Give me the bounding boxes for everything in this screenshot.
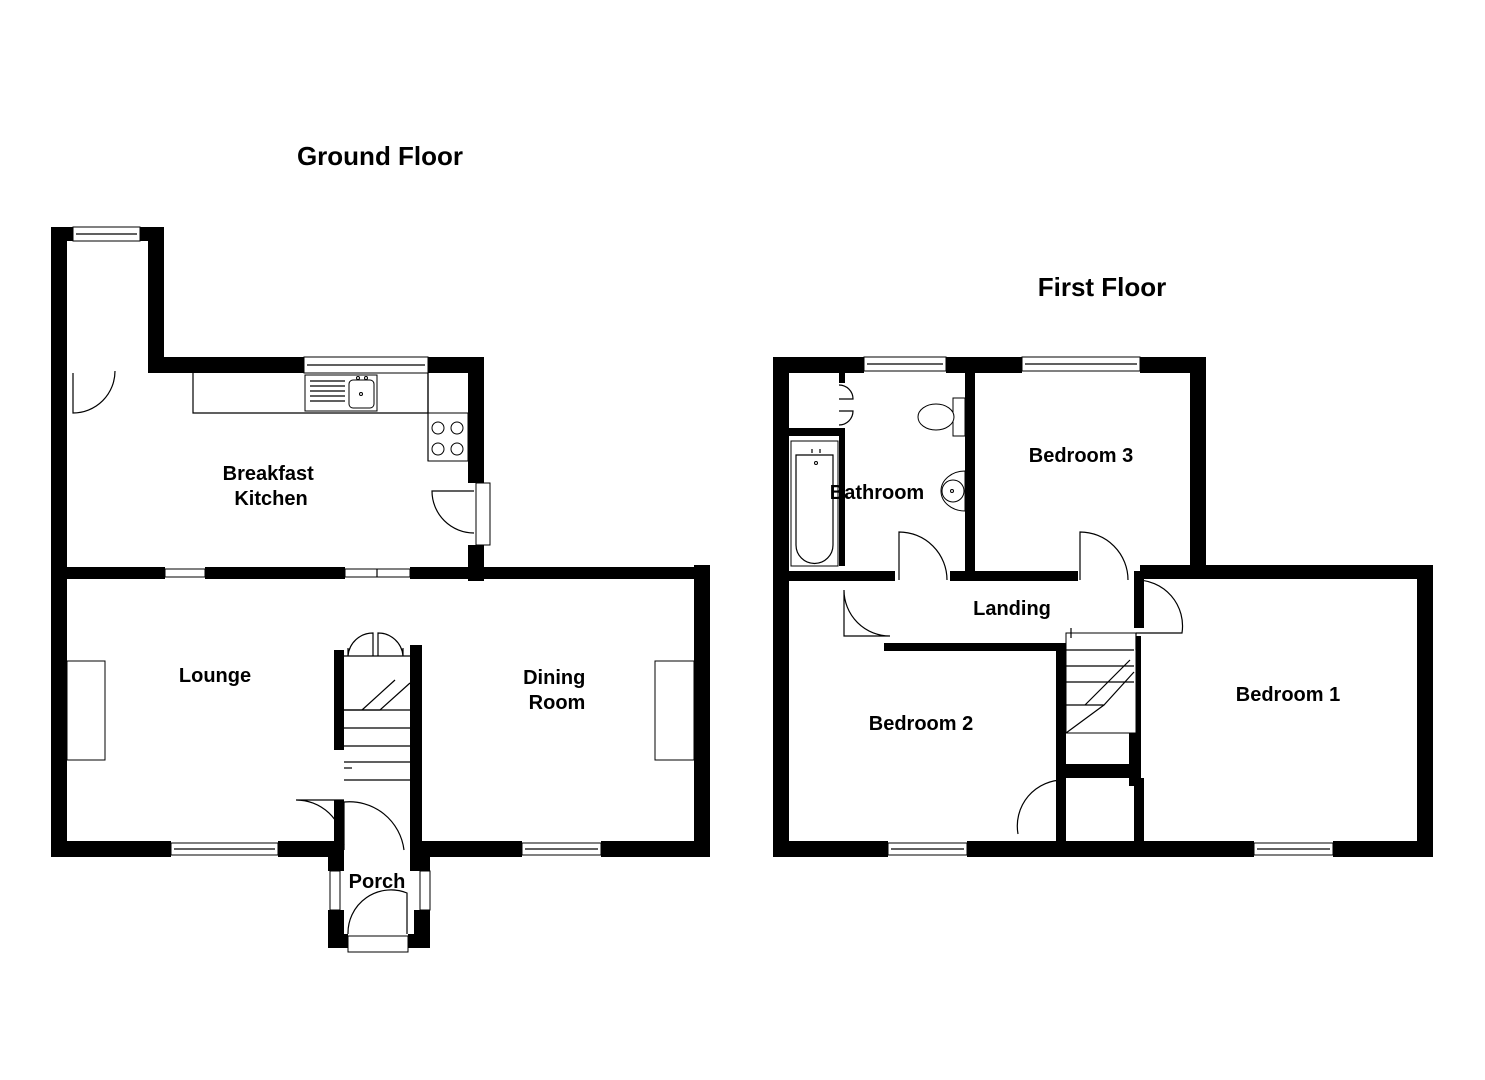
cupboard-door-icon (838, 384, 854, 426)
basin-icon (940, 470, 966, 512)
first-floor-stairs (1065, 628, 1137, 734)
room-label-bedroom-2: Bedroom 2 (869, 713, 973, 735)
ground-floor-doors (72, 370, 475, 935)
room-label-breakfast-kitchen-line1: Breakfast (223, 463, 315, 485)
bathroom-fittings (790, 384, 966, 567)
room-label-landing: Landing (973, 598, 1051, 620)
first-floor-walls (773, 357, 1433, 857)
first-floor-title: First Floor (1038, 272, 1167, 302)
ground-floor: Ground Floor (51, 141, 710, 953)
dining-fireplace (654, 660, 695, 761)
first-floor-doors (843, 531, 1184, 835)
room-label-breakfast-kitchen-line2: Kitchen (234, 488, 307, 510)
room-label-lounge: Lounge (179, 665, 251, 687)
ground-floor-stairs (344, 655, 411, 781)
sink-icon (304, 374, 378, 412)
kitchen-fittings (192, 373, 469, 462)
room-label-breakfast-kitchen: Breakfast Kitchen (223, 463, 320, 510)
ground-floor-walls (51, 227, 710, 948)
room-label-bedroom-3: Bedroom 3 (1029, 445, 1133, 467)
room-label-dining-room-line2: Room (529, 692, 586, 714)
room-label-dining-room-line1: Dining (523, 667, 585, 689)
first-floor: First Floor (773, 272, 1433, 857)
ground-floor-title: Ground Floor (297, 141, 463, 171)
first-floor-windows (863, 356, 1334, 856)
hob-icon (431, 421, 464, 456)
bath-icon (790, 440, 839, 567)
room-label-bathroom: Bathroom (830, 482, 924, 504)
room-label-dining-room: Dining Room (523, 667, 591, 714)
toilet-icon (917, 397, 966, 437)
lounge-fireplace (66, 660, 106, 761)
room-label-bedroom-1: Bedroom 1 (1236, 684, 1340, 706)
ground-floor-windows (72, 226, 602, 953)
room-label-porch: Porch (349, 871, 406, 893)
